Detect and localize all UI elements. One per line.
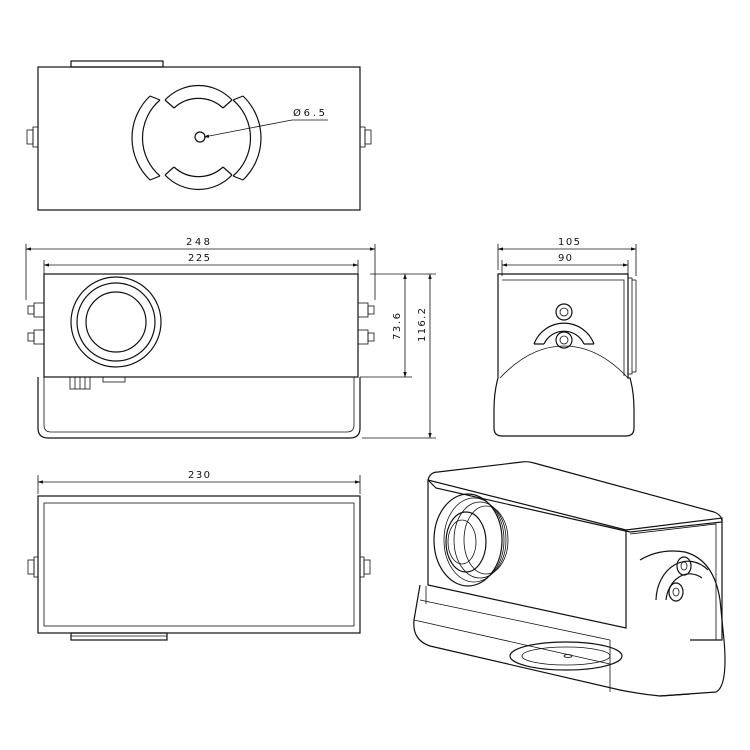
iso-housing-top	[427, 461, 723, 533]
front-view-lens	[70, 276, 162, 368]
dim-90-label: 90	[558, 253, 572, 264]
front-view-cable-gland	[69, 376, 126, 390]
side-view-fins	[627, 277, 637, 375]
mounting-slots	[131, 84, 262, 191]
dim-116-2-label: 116.2	[417, 308, 428, 342]
dim-225-label: 225	[188, 253, 210, 264]
front-view-bracket	[37, 377, 361, 439]
dim-230-label: 230	[188, 470, 210, 481]
top-view-handle	[70, 60, 164, 68]
iso-housing-side	[625, 517, 723, 641]
side-view-outline	[493, 273, 635, 437]
front-view-left-connectors	[27, 302, 45, 345]
hole-diameter-label: Ø6.5	[293, 107, 325, 119]
iso-side-bracket	[639, 550, 726, 697]
top-view: Ø6.5	[26, 60, 372, 211]
isometric-view	[413, 461, 726, 697]
bottom-view-handle	[70, 632, 168, 641]
iso-base-slot	[509, 641, 623, 671]
dim-73-6-label: 73.6	[392, 313, 403, 340]
top-view-left-connector	[26, 126, 39, 148]
bottom-view: 230	[27, 470, 371, 641]
iso-base-bracket	[413, 584, 691, 697]
iso-bolts	[668, 556, 692, 602]
hole-leader	[203, 119, 293, 138]
top-view-body	[37, 66, 361, 211]
front-view-housing	[43, 273, 359, 378]
bottom-view-body	[37, 495, 361, 634]
iso-lens	[433, 493, 509, 587]
front-view: 248 225 73.6 116.2	[25, 237, 436, 439]
bottom-view-connectors	[27, 556, 371, 578]
center-hole	[194, 131, 206, 143]
top-view-right-connector	[359, 126, 372, 148]
dim-248-label: 248	[186, 237, 210, 248]
side-view: 105 90	[493, 237, 637, 437]
side-view-bolts	[555, 303, 573, 349]
front-view-right-connectors	[357, 302, 375, 345]
dim-105-label: 105	[558, 237, 580, 248]
iso-housing-front	[427, 479, 627, 629]
